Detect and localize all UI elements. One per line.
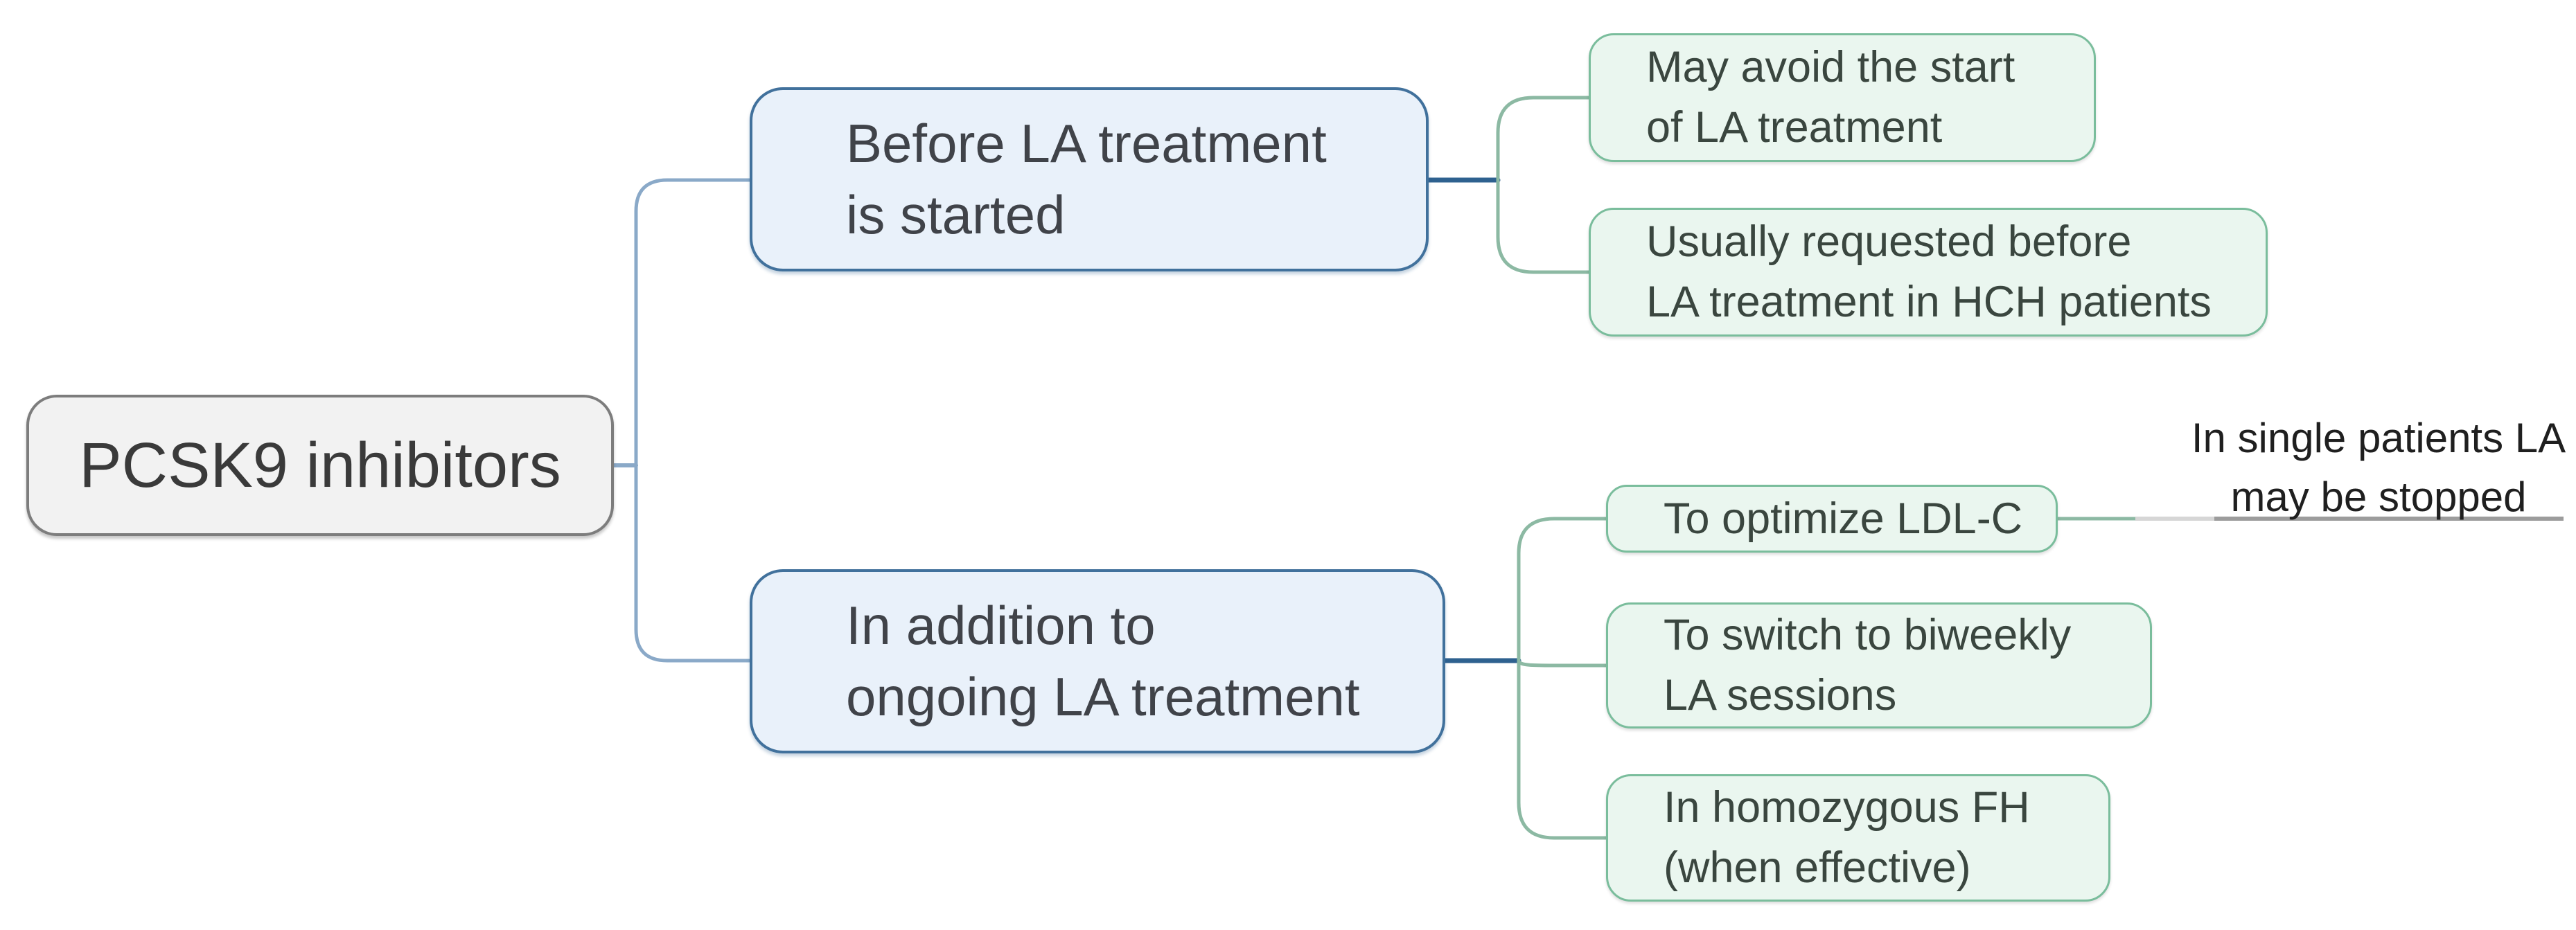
leaf-optimize-ldl-c: To optimize LDL-C: [1606, 485, 2058, 553]
annotation-line: In single patients: [2191, 415, 2504, 461]
connector-addition-to-homozygous: [1517, 659, 1608, 840]
branch-in-addition: In addition to ongoing LA treatment: [750, 569, 1445, 753]
connector-addition-to-biweekly: [1517, 659, 1608, 668]
leaf-label-line: May avoid the start: [1646, 43, 2015, 92]
connector-before-to-usually: [1496, 178, 1591, 274]
connector-before-to-may-avoid: [1496, 96, 1591, 182]
branch-before-la-treatment: Before LA treatment is started: [750, 87, 1429, 271]
leaf-label-line: LA sessions: [1664, 671, 1897, 719]
branch-label-line: Before LA treatment: [846, 113, 1327, 175]
leaf-label-line: To optimize LDL-C: [1664, 494, 2023, 543]
connector-addition-to-optimize: [1517, 517, 1608, 663]
branch-label-line: ongoing LA treatment: [846, 666, 1360, 727]
leaf-switch-biweekly: To switch to biweekly LA sessions: [1606, 602, 2152, 728]
leaf-usually-requested: Usually requested before LA treatment in…: [1589, 208, 2268, 337]
annotation-line: LA may be stopped: [2230, 415, 2566, 521]
branch-label-line: is started: [846, 184, 1066, 245]
root-node-label: PCSK9 inhibitors: [79, 429, 561, 501]
leaf-label-line: To switch to biweekly: [1664, 611, 2072, 660]
leaf-label-line: LA treatment in HCH patients: [1646, 278, 2212, 326]
leaf-label-line: Usually requested before: [1646, 217, 2132, 267]
leaf-homozygous-fh: In homozygous FH (when effective): [1606, 774, 2110, 902]
branch-label-line: In addition to: [846, 595, 1156, 656]
leaf-label-line: of LA treatment: [1646, 103, 1943, 152]
leaf-label-line: In homozygous FH: [1664, 783, 2030, 832]
root-node: PCSK9 inhibitors: [26, 395, 614, 536]
annotation-la-may-be-stopped: In single patients LA may be stopped: [2182, 409, 2575, 526]
leaf-may-avoid-start: May avoid the start of LA treatment: [1589, 33, 2096, 162]
connector-root-to-before: [634, 178, 752, 467]
connector-root-to-addition: [634, 463, 752, 663]
leaf-label-line: (when effective): [1664, 843, 1971, 892]
